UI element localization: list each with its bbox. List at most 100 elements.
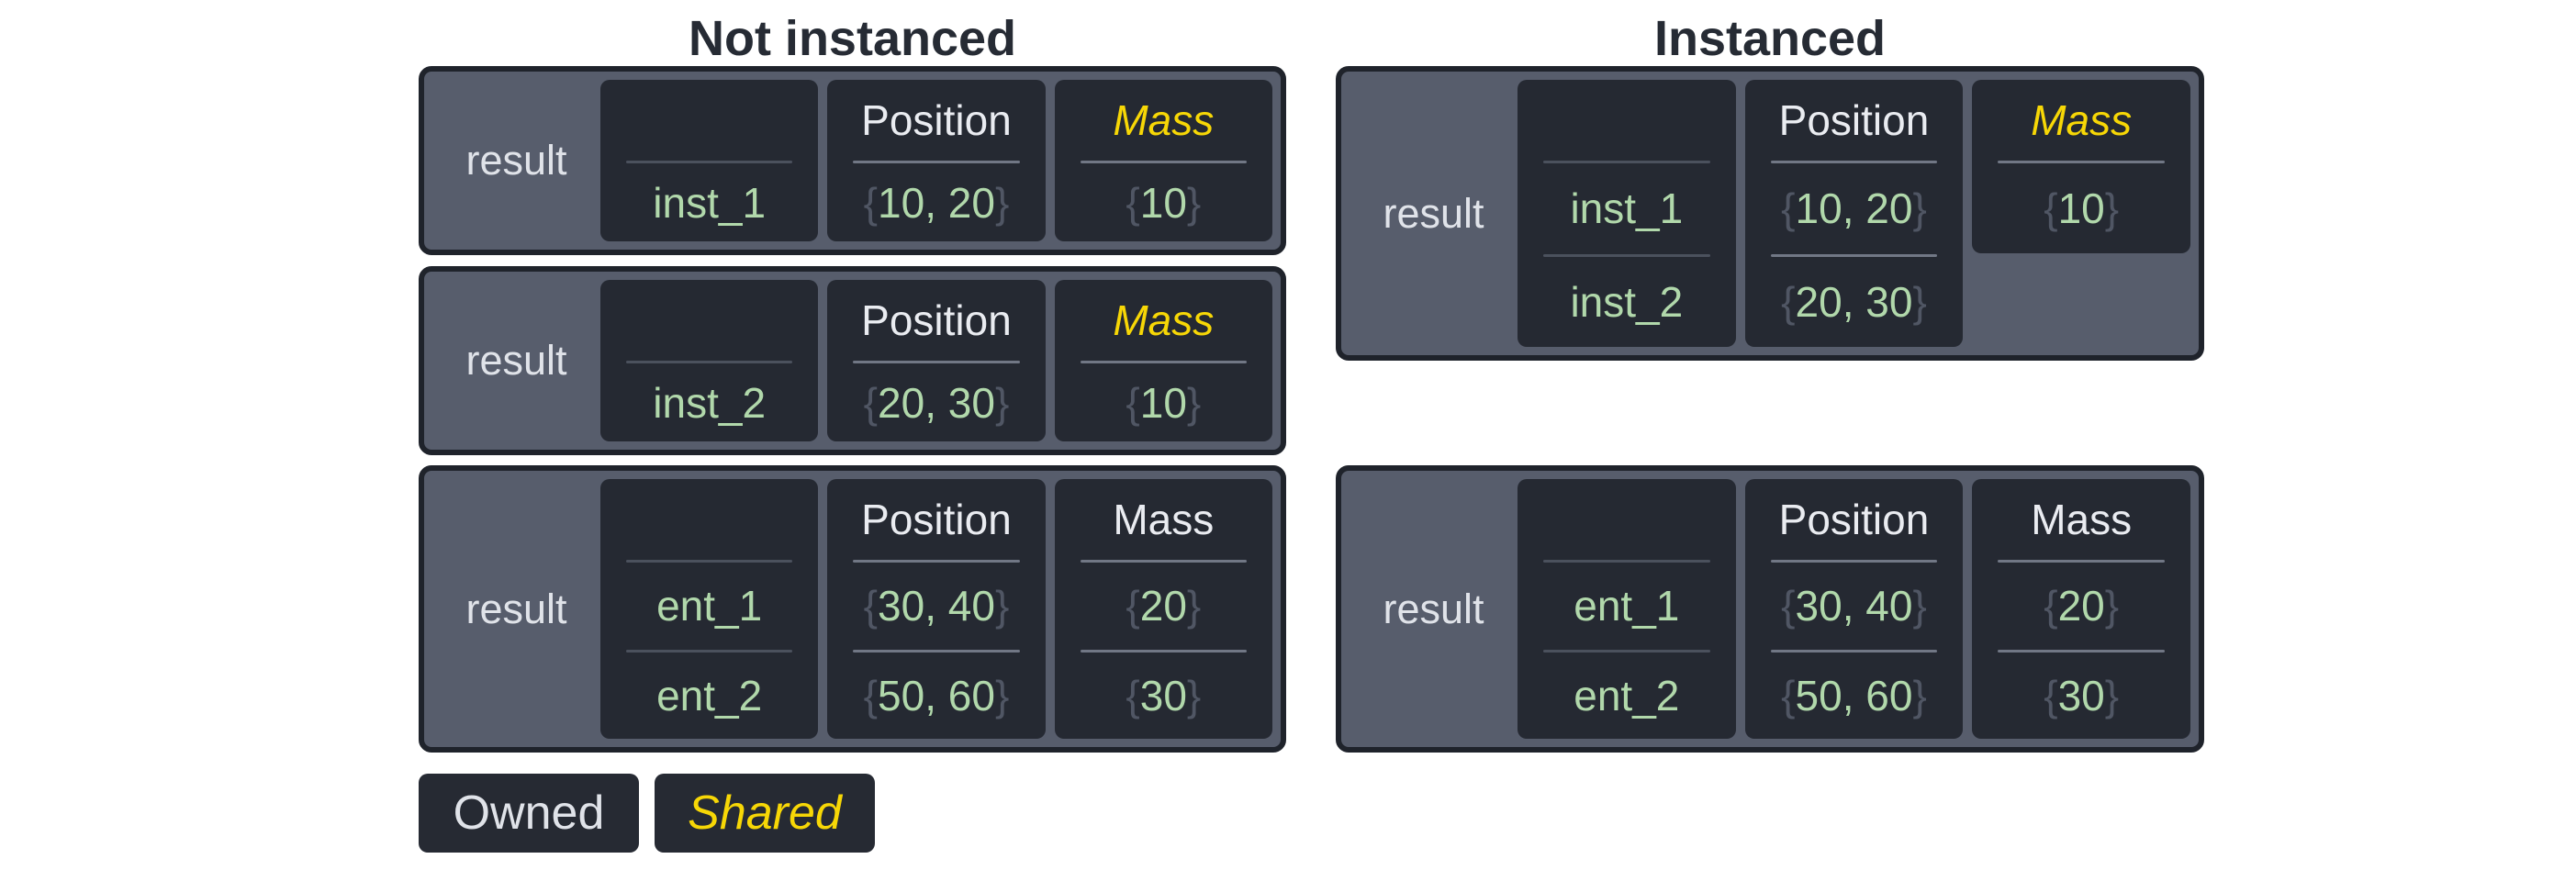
position-header: Position (1778, 96, 1930, 144)
not-instanced-title: Not instanced (688, 11, 1017, 66)
open-brace: { (1781, 582, 1796, 630)
divider (626, 560, 793, 563)
entity-id-value: ent_2 (656, 671, 763, 719)
divider (1543, 161, 1710, 163)
position-cell: Position {10, 20}{20, 30} (1744, 80, 1964, 348)
value-text: 20, 30 (878, 378, 995, 427)
divider (1543, 253, 1710, 257)
open-brace: { (1126, 178, 1140, 227)
position-cell: Position {20, 30} (827, 280, 1046, 441)
mass-cell: Mass{20}{30} (1972, 479, 2191, 739)
close-brace: } (1186, 582, 1202, 630)
result-label: result (465, 137, 567, 184)
mass-value: {10} (1055, 363, 1272, 441)
open-brace: { (2044, 671, 2058, 719)
close-brace: } (1186, 178, 1202, 227)
legend-owned-swatch: Owned (419, 774, 639, 853)
open-brace: { (863, 378, 879, 427)
value-text: 50, 60 (878, 671, 995, 719)
value-text: 10 (1139, 178, 1187, 227)
close-brace: } (2104, 582, 2120, 630)
open-brace: { (1781, 671, 1796, 719)
entity-id-value: ent_1 (656, 582, 763, 630)
position-value: {50, 60} (1745, 652, 1964, 740)
open-brace: { (1126, 671, 1140, 719)
value-text: 20 (1139, 582, 1187, 630)
close-brace: } (994, 378, 1010, 427)
entity-id-value: inst_2 (653, 378, 767, 427)
open-brace: { (863, 671, 879, 719)
mass-header: Mass (1113, 496, 1215, 543)
position-cell: Position {10, 20} (827, 80, 1046, 241)
result-box-not-instanced-1: result inst_1 Position {10, 20} Mass {10} (419, 66, 1286, 255)
legend-shared-label: Shared (688, 786, 842, 840)
component-cells: inst_1 Position {10, 20} Mass {10} (600, 80, 1272, 241)
entity-id-header (1518, 80, 1736, 161)
divider (1080, 361, 1247, 363)
position-value: {50, 60} (827, 652, 1045, 740)
divider (853, 560, 1020, 563)
divider (1770, 253, 1938, 257)
instanced-title: Instanced (1653, 11, 1887, 66)
divider (1770, 560, 1938, 563)
close-brace: } (994, 582, 1010, 630)
value-text: 10 (2057, 184, 2105, 232)
position-value: {10, 20} (827, 163, 1045, 241)
mass-value: {20} (1055, 563, 1272, 650)
divider (1998, 649, 2166, 652)
value-text: 30 (1139, 671, 1187, 719)
legend-owned-label: Owned (453, 786, 605, 840)
close-brace: } (1912, 582, 1927, 630)
divider (626, 161, 793, 163)
position-cell: Position{30, 40}{50, 60} (827, 479, 1046, 740)
entity-id-header (600, 80, 818, 161)
open-brace: { (1781, 277, 1796, 326)
divider (626, 361, 793, 363)
close-brace: } (1912, 277, 1927, 326)
close-brace: } (1186, 671, 1202, 719)
mass-cell: Mass{20}{30} (1054, 479, 1272, 739)
open-brace: { (2044, 184, 2058, 232)
position-value: {20, 30} (827, 363, 1045, 441)
mass-header: Mass (1113, 96, 1215, 144)
value-text: 30, 40 (1795, 582, 1913, 630)
position-value: {30, 40} (1745, 563, 1964, 650)
mass-cell: Mass{10} (1972, 80, 2191, 253)
divider (1080, 161, 1247, 163)
result-label: result (1383, 189, 1484, 237)
mass-cell: Mass{10} (1054, 280, 1272, 441)
close-brace: } (1912, 184, 1927, 233)
open-brace: { (1126, 378, 1140, 427)
value-text: 50, 60 (1795, 671, 1913, 719)
position-value: {20, 30} (1745, 257, 1964, 348)
divider (1080, 649, 1247, 652)
entity-id-header (600, 479, 818, 560)
open-brace: { (1126, 582, 1140, 630)
mass-value: {20} (1972, 563, 2190, 650)
divider (1543, 649, 1710, 652)
mass-cell: Mass {10} (1054, 80, 1272, 241)
open-brace: { (863, 582, 879, 630)
position-value: {30, 40} (827, 563, 1045, 650)
close-brace: } (2104, 671, 2120, 719)
position-header: Position (861, 296, 1012, 344)
entity-id-value: ent_2 (1574, 671, 1680, 719)
entity-id-cell: inst_1 (600, 80, 819, 241)
position-value: {10, 20} (1745, 163, 1964, 254)
mass-value: {10} (1055, 163, 1272, 241)
divider (853, 161, 1020, 163)
close-brace: } (994, 178, 1010, 227)
legend-shared-swatch: Shared (655, 774, 875, 853)
entity-id-header (600, 280, 818, 361)
divider (1770, 649, 1938, 652)
position-header: Position (861, 96, 1012, 144)
entity-id-value: inst_2 (1570, 277, 1684, 326)
close-brace: } (1912, 671, 1927, 719)
